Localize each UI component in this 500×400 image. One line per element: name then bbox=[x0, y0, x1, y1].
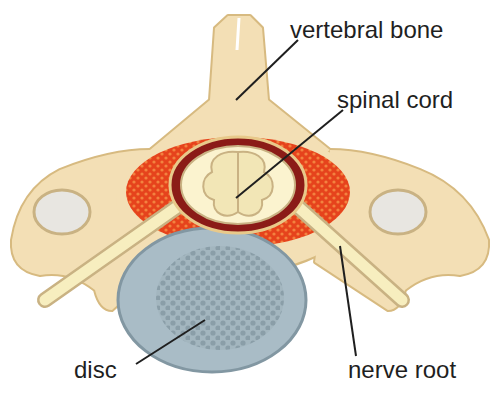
leader-line bbox=[236, 40, 298, 100]
part-label: spinal cord bbox=[337, 86, 453, 114]
part-label: nerve root bbox=[348, 356, 456, 384]
leader-line bbox=[340, 246, 356, 356]
part-label: vertebral bone bbox=[290, 16, 443, 44]
part-label: disc bbox=[74, 356, 117, 384]
leader-line bbox=[236, 110, 343, 198]
leader-line bbox=[136, 320, 205, 364]
